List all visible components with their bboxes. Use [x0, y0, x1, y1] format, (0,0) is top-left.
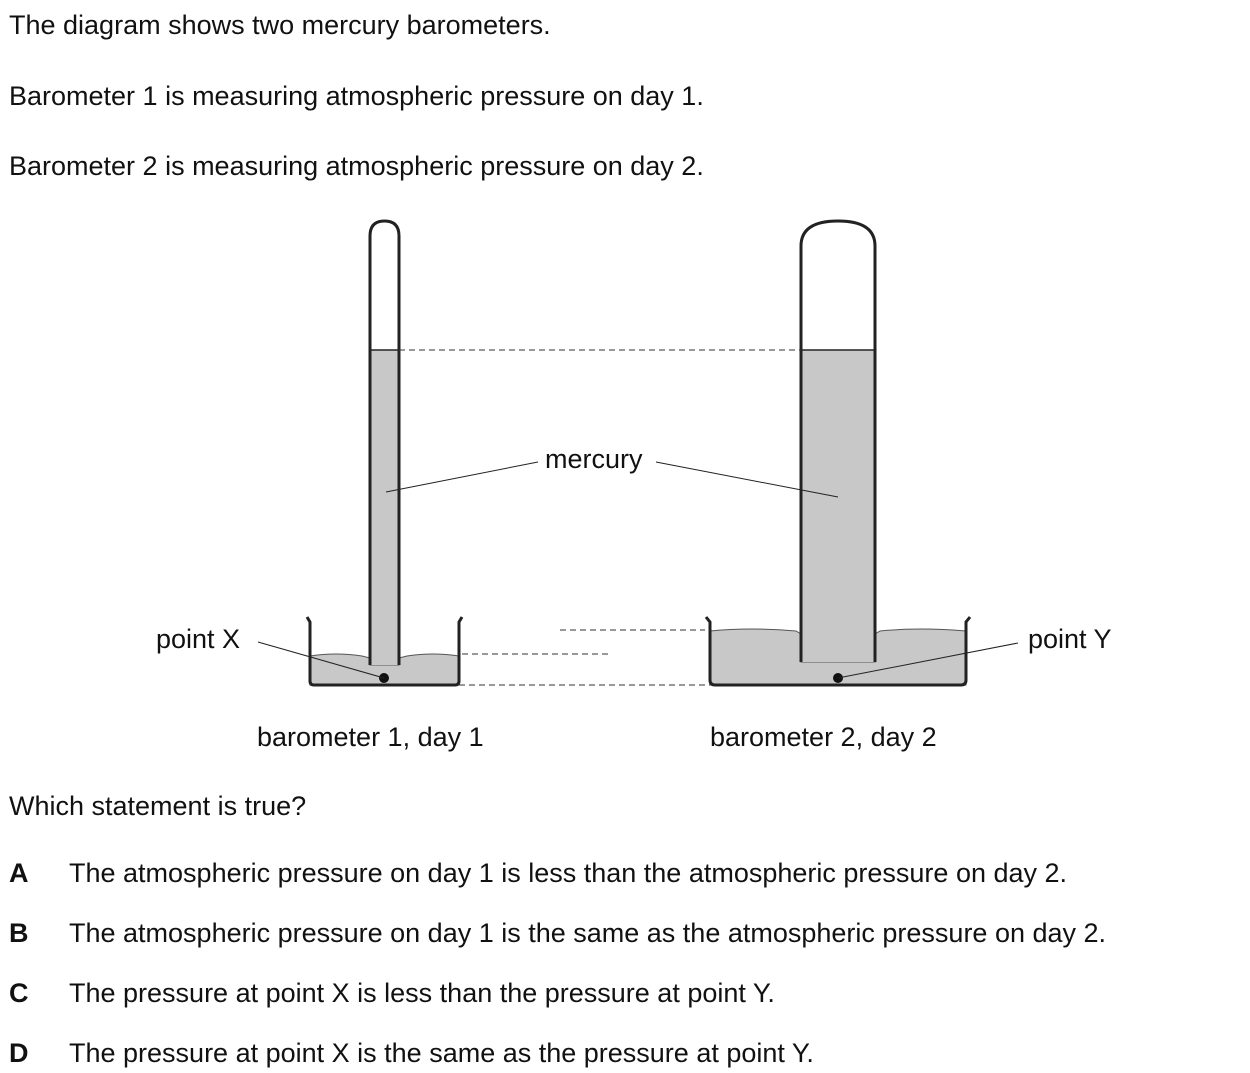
option-b-text: The atmospheric pressure on day 1 is the…	[69, 918, 1107, 948]
option-a-text: The atmospheric pressure on day 1 is les…	[69, 858, 1068, 888]
point-x-label: point X	[156, 624, 240, 654]
question-text: Which statement is true?	[9, 791, 307, 821]
barometer-2-tube	[799, 219, 877, 662]
option-b-letter: B	[9, 918, 29, 948]
barometer-1-caption: barometer 1, day 1	[257, 722, 484, 752]
reference-lines	[399, 349, 801, 686]
intro-line-2: Barometer 1 is measuring atmospheric pre…	[9, 81, 704, 111]
mercury-leader-left	[385, 461, 539, 493]
intro-line-3: Barometer 2 is measuring atmospheric pre…	[9, 151, 704, 181]
option-d-letter: D	[9, 1038, 29, 1068]
point-x-leader	[257, 641, 385, 679]
option-c-text: The pressure at point X is less than the…	[69, 978, 775, 1008]
barometer-2	[704, 219, 972, 687]
point-y-label: point Y	[1028, 624, 1112, 654]
option-a-letter: A	[9, 858, 29, 888]
barometer-2-mercury-column	[801, 350, 875, 662]
intro-line-1: The diagram shows two mercury barometers…	[9, 10, 551, 40]
point-y-leader	[837, 642, 1019, 679]
mercury-leader-right	[655, 461, 839, 498]
barometer-1-mercury-column	[370, 350, 399, 665]
barometers-diagram: mercury point X point Y barometer 1, day…	[156, 219, 1112, 752]
barometer-1-dish	[305, 616, 464, 687]
option-d-text: The pressure at point X is the same as t…	[69, 1038, 814, 1068]
barometer-1	[305, 219, 464, 687]
barometer-1-tube	[368, 219, 401, 665]
mercury-label: mercury	[545, 444, 643, 474]
barometer-2-caption: barometer 2, day 2	[710, 722, 937, 752]
option-c-letter: C	[9, 978, 29, 1008]
barometer-2-dish	[704, 616, 972, 687]
